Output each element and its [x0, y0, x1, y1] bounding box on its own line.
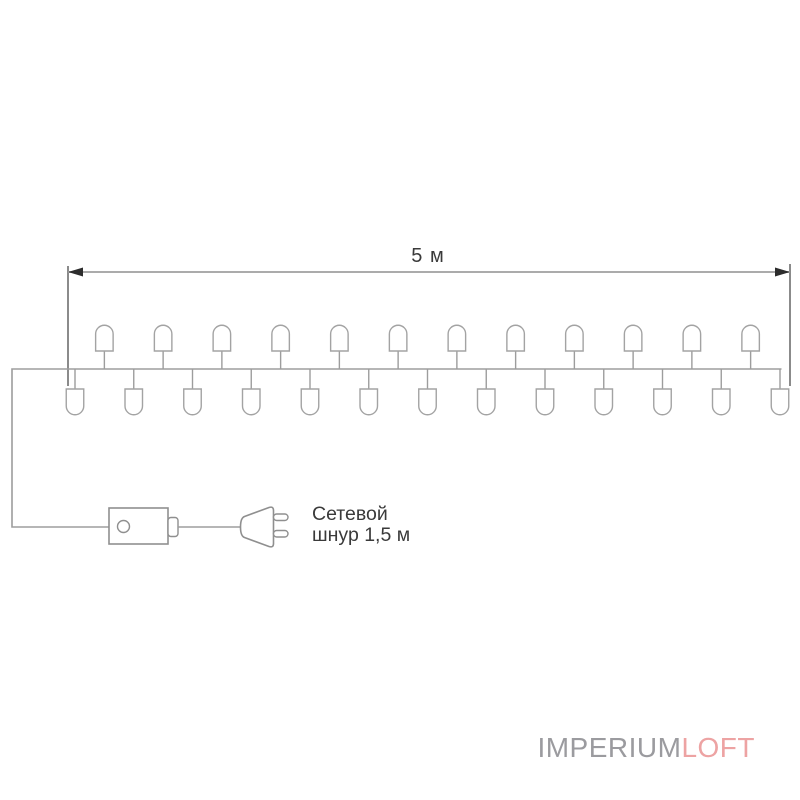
- bulb-bottom: [770, 388, 790, 416]
- power-cord-label: Сетевой шнур 1,5 м: [312, 504, 410, 546]
- bulb-bottom: [65, 388, 85, 416]
- bulb-top: [329, 324, 349, 352]
- controller-button: [116, 519, 131, 534]
- bulb-bottom: [241, 388, 261, 416]
- bulb-top: [506, 324, 526, 352]
- brand-logo-loft: LOFT: [681, 732, 755, 763]
- bulb-bottom: [653, 388, 672, 416]
- bulb-top: [447, 324, 467, 352]
- bulb-top: [153, 324, 173, 352]
- bulb-bottom: [359, 388, 379, 416]
- bulb-top: [94, 324, 114, 352]
- bulb-bottom: [124, 388, 144, 416]
- brand-logo-imperium: IMPERIUM: [537, 732, 682, 763]
- bulb-bottom: [711, 388, 731, 416]
- garland-wire: [11, 368, 782, 528]
- dimension-arrow-right-icon: [775, 267, 790, 277]
- bulb-bottom: [418, 388, 437, 416]
- plug-prong-bottom: [272, 529, 289, 538]
- bulb-top: [741, 324, 761, 352]
- bulb-bottom: [535, 388, 555, 416]
- bulb-top: [623, 324, 643, 352]
- power-plug-body: [239, 506, 275, 548]
- bulb-bottom: [183, 388, 202, 416]
- controller-connector: [167, 516, 179, 538]
- power-cord-label-line2: шнур 1,5 м: [312, 524, 411, 546]
- bulb-top: [388, 324, 408, 352]
- plug-prong-top: [272, 513, 289, 522]
- brand-logo: IMPERIUMLOFT: [537, 732, 755, 764]
- bulb-top: [212, 324, 232, 352]
- bulb-bottom: [594, 388, 614, 416]
- power-cord-label-line1: Сетевой: [312, 503, 388, 525]
- bulb-top: [682, 324, 702, 352]
- bulb-top: [564, 324, 584, 352]
- bulb-top: [271, 324, 291, 352]
- dimension-arrow-left-icon: [68, 267, 83, 277]
- bulb-bottom: [300, 388, 320, 416]
- bulb-bottom: [476, 388, 496, 416]
- dimension-length-label: 5 м: [411, 245, 445, 267]
